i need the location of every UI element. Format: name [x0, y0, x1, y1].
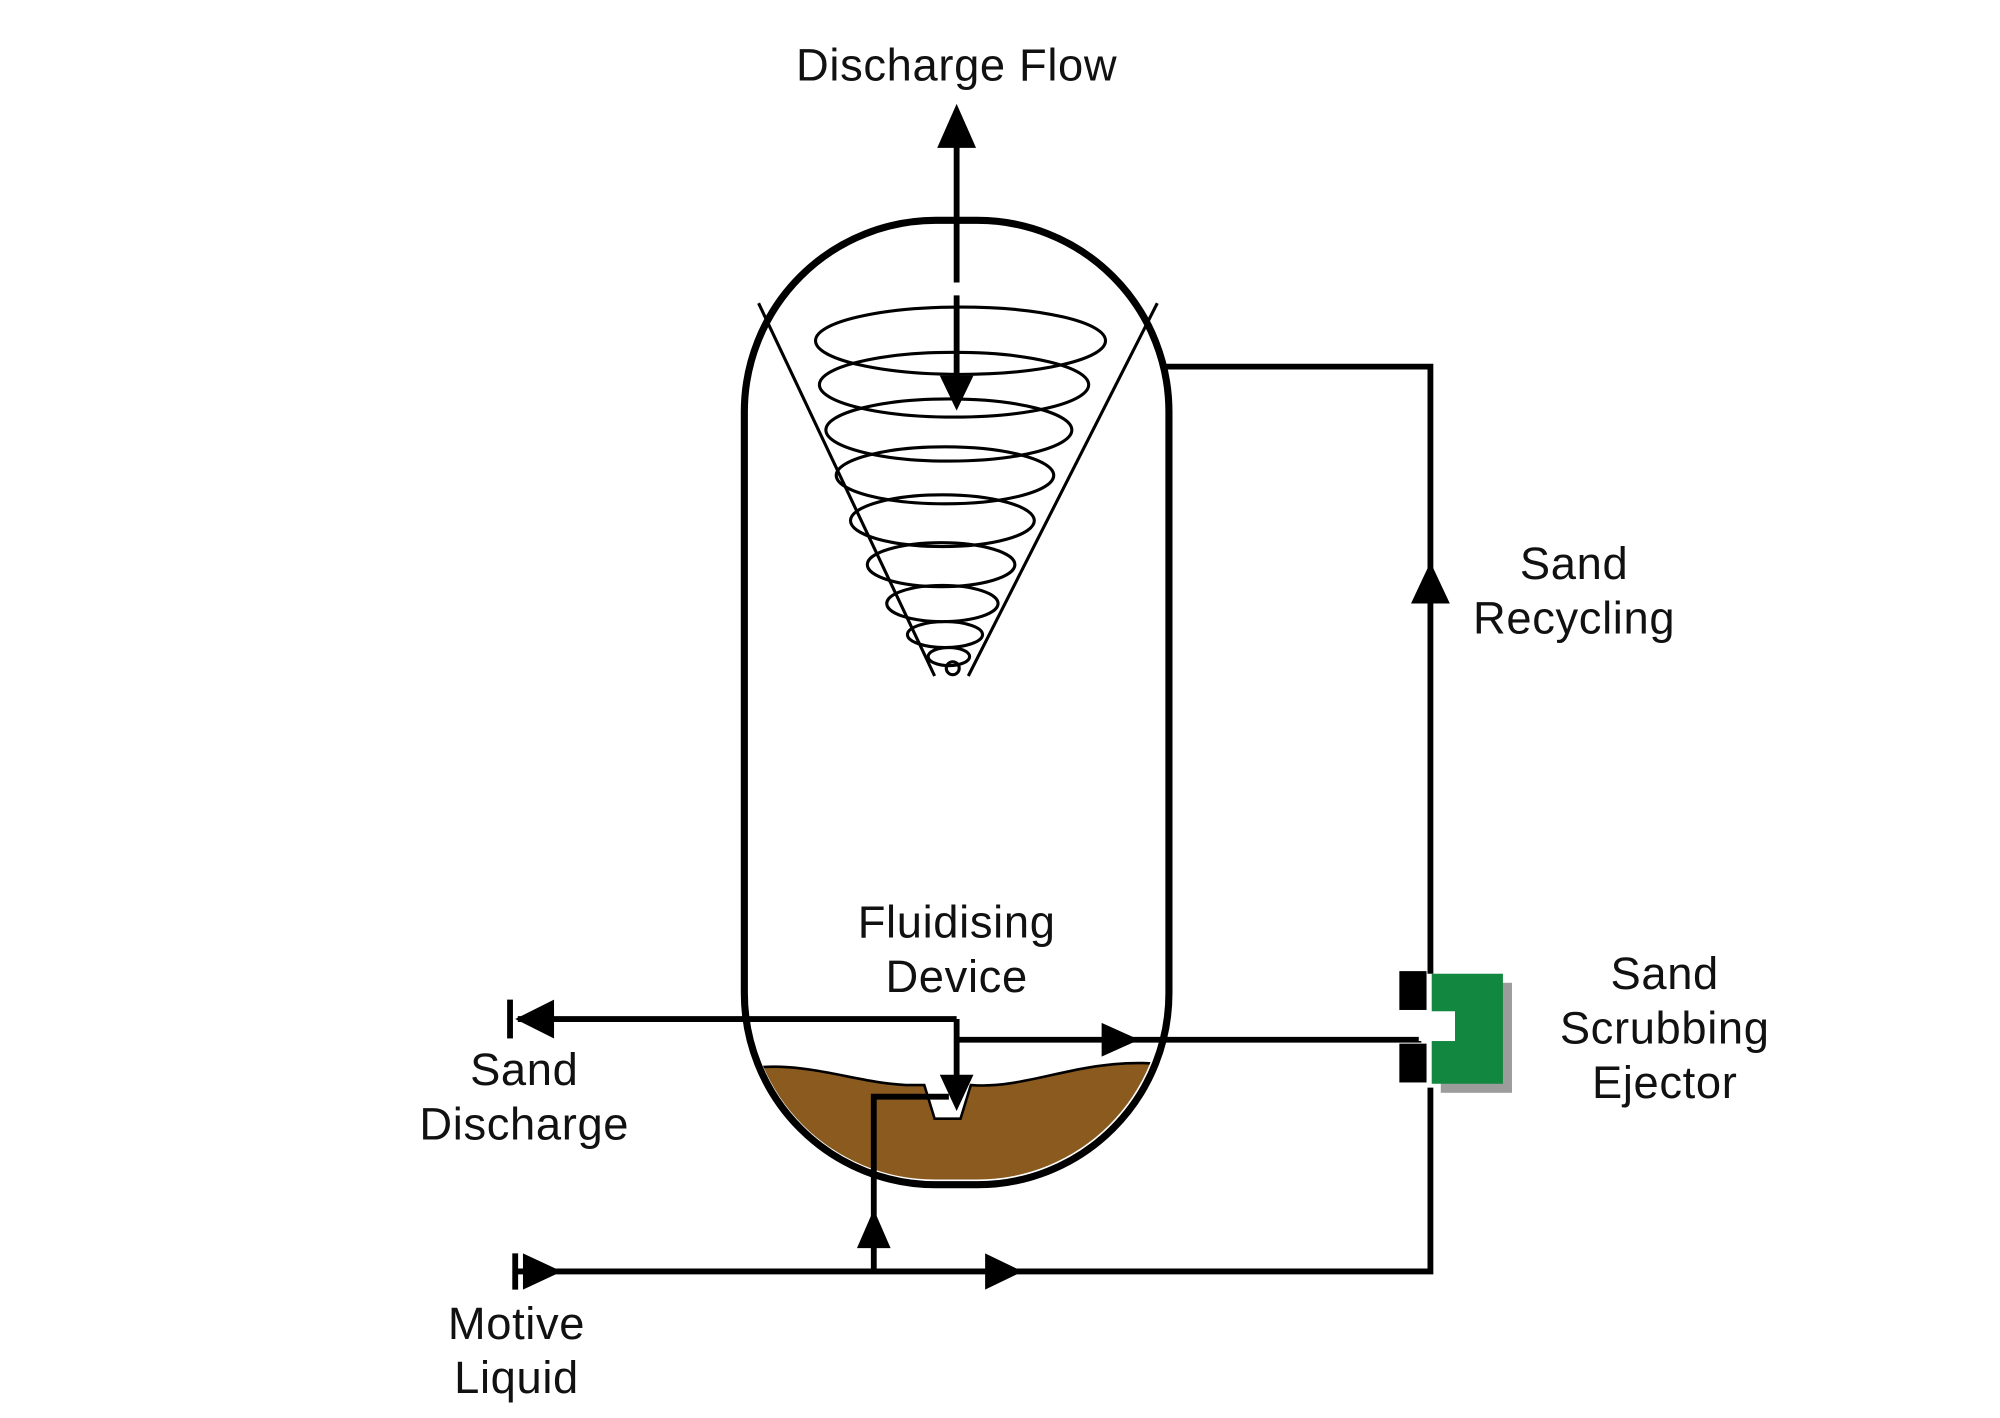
spiral-loop — [813, 305, 1108, 376]
motive-mid-right-arrowhead — [985, 1253, 1023, 1290]
spiral-loop — [848, 493, 1036, 549]
ejector-nozzle-top — [1399, 971, 1427, 1010]
ejector-nozzle-bottom — [1399, 1043, 1427, 1083]
fluidising-device-label-line1: Fluidising — [858, 896, 1056, 947]
sand-recycling-line — [1161, 363, 1434, 974]
vortex-down-arrowhead — [939, 375, 974, 411]
sand-discharge-left-arrowhead — [515, 999, 555, 1039]
arrowheads — [515, 103, 1450, 1290]
motive-liquid-label-line1: Motive — [448, 1298, 585, 1349]
ejector-feed-right-arrowhead — [1101, 1022, 1140, 1057]
spiral-loop — [926, 645, 972, 668]
sand-recycling-label-line2: Recycling — [1473, 592, 1675, 643]
flow-lines — [507, 132, 1434, 1290]
discharge-flow-label: Discharge Flow — [796, 40, 1117, 91]
sand-scrubbing-ejector-label-line1: Sand — [1611, 948, 1719, 999]
sand-scrubbing-ejector — [1399, 971, 1512, 1093]
cone-right-line — [966, 302, 1159, 677]
sand-discharge-label-line1: Sand — [470, 1044, 578, 1095]
sand-recycling-label-line1: Sand — [1520, 538, 1628, 589]
sand-bed — [748, 1063, 1164, 1180]
vortex-cone — [757, 302, 1159, 677]
cone-left-line — [757, 302, 937, 677]
recycling-up-arrowhead — [1411, 562, 1450, 604]
sand-surface-line — [748, 1061, 1164, 1121]
sand-scrubbing-ejector-label-line2: Scrubbing — [1560, 1003, 1770, 1054]
spiral-tip — [944, 660, 961, 677]
fluidising-branch-up-arrowhead — [856, 1209, 891, 1249]
fluidising-notch-down-arrowhead — [939, 1074, 974, 1111]
motive-liquid-line — [516, 1087, 1434, 1275]
spiral-loop — [834, 445, 1056, 506]
sand-discharge-label-line2: Discharge — [419, 1098, 629, 1149]
motive-liquid-label-line2: Liquid — [454, 1352, 579, 1403]
motive-start-right-arrowhead — [522, 1253, 562, 1290]
fluidising-device-label-line2: Device — [885, 951, 1027, 1002]
diagram-labels: Discharge Flow Sand Recycling Fluidising… — [419, 40, 1769, 1404]
spiral-loop — [824, 397, 1074, 463]
sand-scrubbing-ejector-label-line3: Ejector — [1592, 1057, 1738, 1108]
discharge-up-arrowhead — [937, 103, 977, 148]
ejector-throat — [1418, 1011, 1456, 1042]
